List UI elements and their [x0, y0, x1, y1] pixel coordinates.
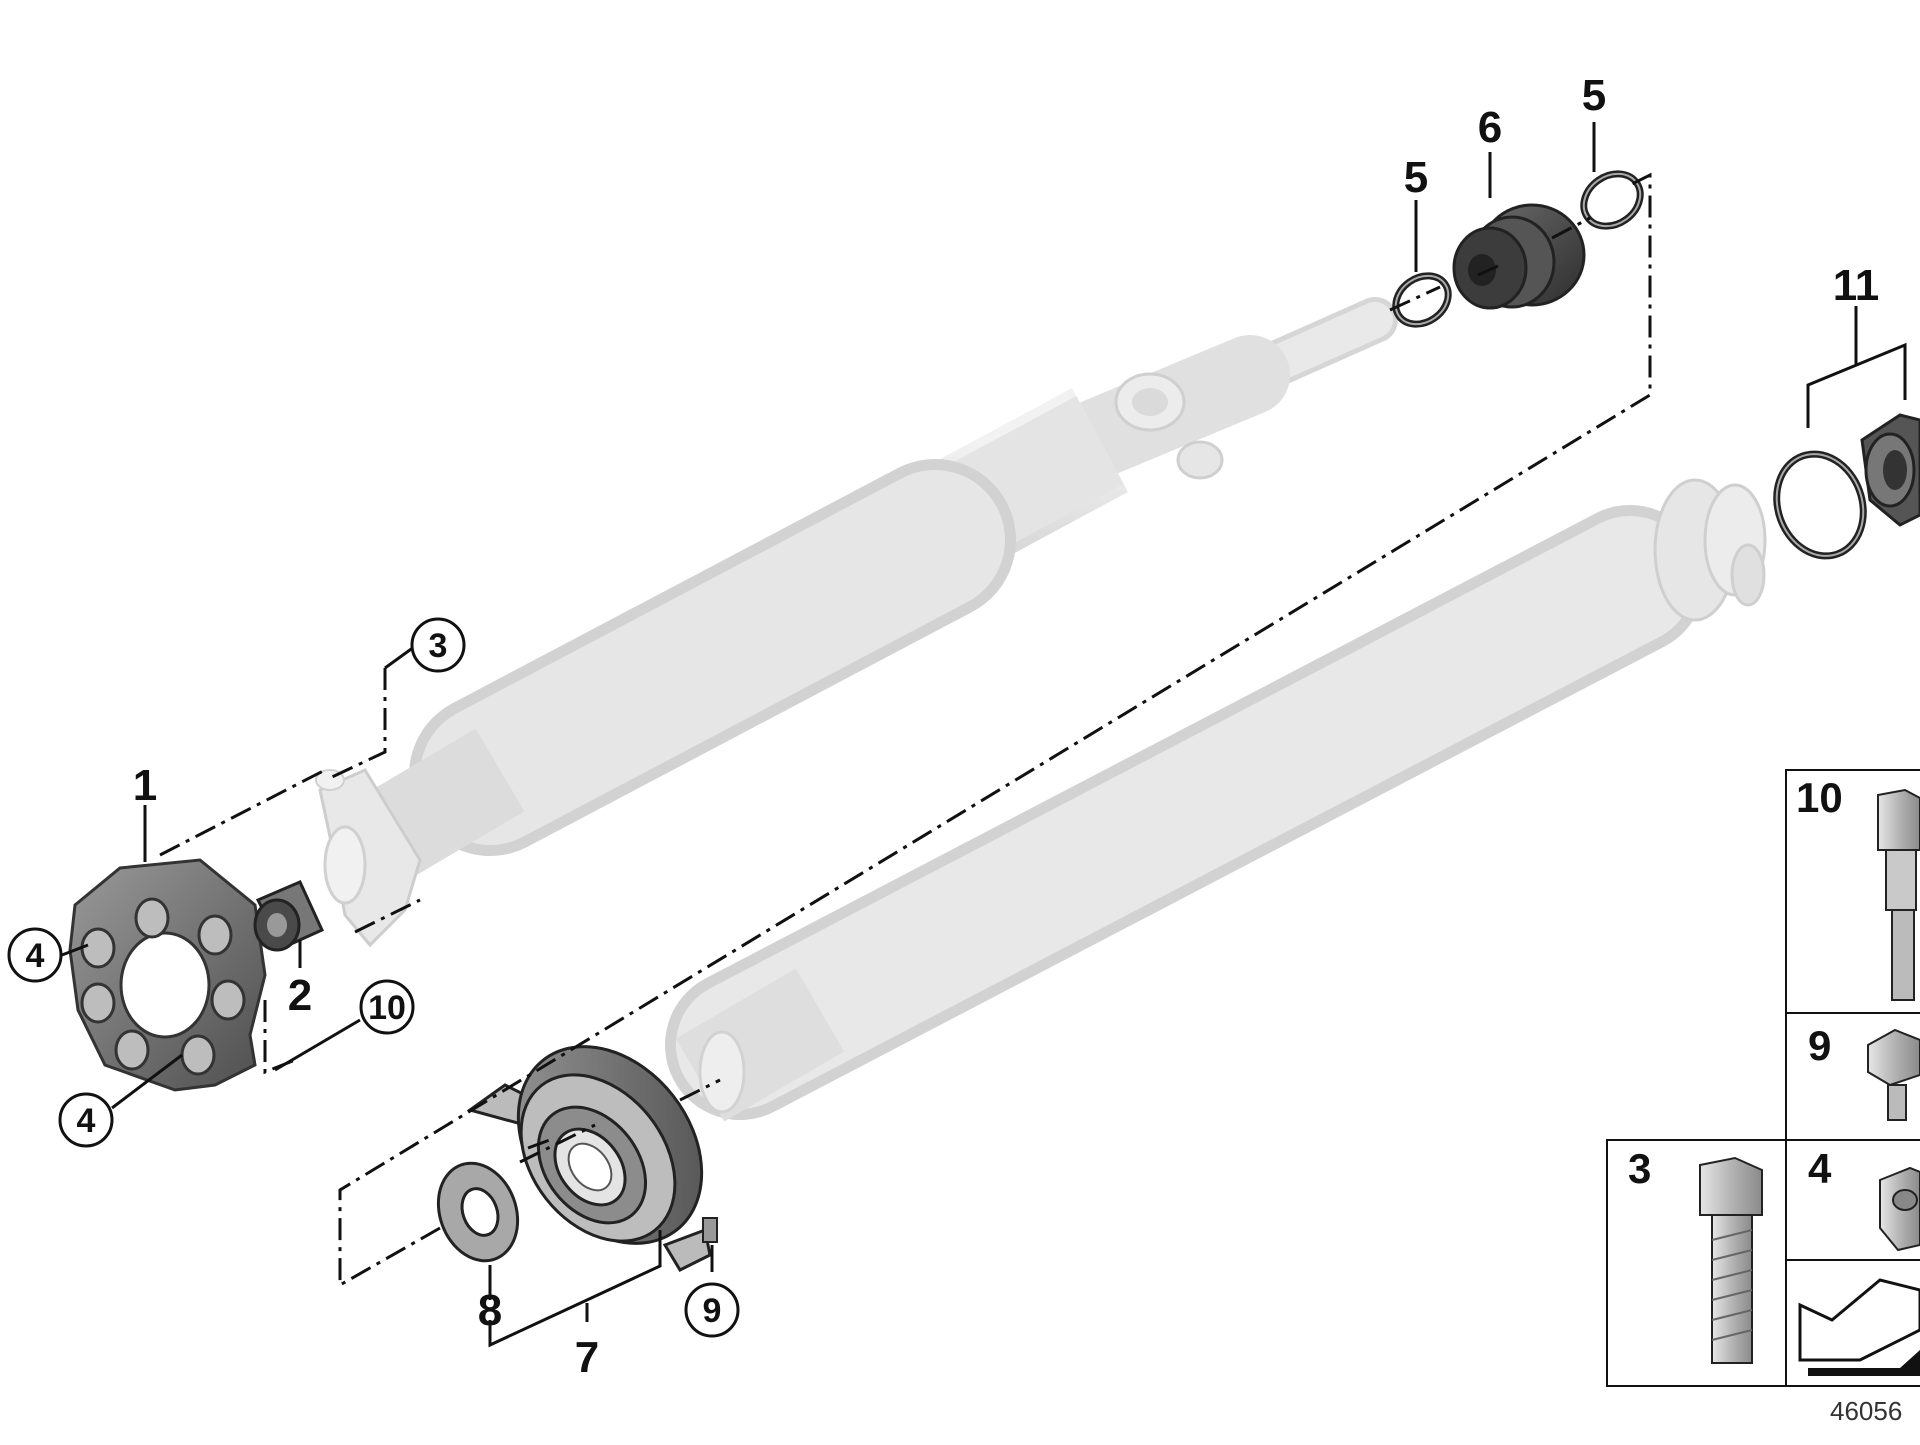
- repair-kit-ring: [1773, 450, 1867, 560]
- callout-4-bottom: 4: [77, 1102, 96, 1140]
- callout-6: 6: [1478, 103, 1502, 152]
- callout-3: 3: [429, 627, 448, 665]
- callout-10-circle: [359, 979, 415, 1035]
- legend-bolt-9-icon: [1867, 1028, 1920, 1121]
- callout-4-top-circle: [7, 927, 63, 983]
- front-propeller-shaft: [315, 297, 1398, 948]
- bearing-washer: [436, 1161, 520, 1263]
- flex-disc: [68, 858, 267, 1092]
- callout-3-circle: [410, 617, 466, 673]
- callouts: 1 2 3 4 4 10 5 6 5 11 8 7 9: [7, 71, 1880, 1382]
- document-number: 46056: [1830, 1396, 1902, 1426]
- legend-label-4: 4: [1808, 1145, 1832, 1192]
- callout-5-left: 5: [1404, 153, 1428, 202]
- leader-lines: [61, 122, 1907, 1348]
- centering-sleeve: [253, 880, 324, 952]
- front-direction-arrow-icon: [1798, 1278, 1920, 1376]
- callout-10: 10: [368, 989, 406, 1027]
- legend-bolt-10-icon: [1877, 788, 1920, 1001]
- callout-7: 7: [575, 1333, 599, 1382]
- rubber-boot: [1452, 203, 1586, 310]
- callout-11: 11: [1833, 261, 1880, 310]
- legend-bolt-3-icon: [1699, 1156, 1763, 1364]
- callout-2: 2: [288, 971, 312, 1020]
- legend-label-9: 9: [1808, 1022, 1831, 1069]
- fastener-legend: 10 9 3 4: [1606, 769, 1920, 1426]
- assembly-dash-lines: [159, 172, 1652, 1288]
- legend-label-10: 10: [1796, 774, 1843, 821]
- rear-propeller-shaft: [665, 478, 1767, 1122]
- center-bearing: [466, 1045, 712, 1272]
- callout-4-top: 4: [26, 937, 45, 975]
- bearing-bolt: [702, 1217, 718, 1243]
- callout-1: 1: [133, 761, 157, 810]
- callout-4-bottom-circle: [58, 1092, 114, 1148]
- callout-9: 9: [703, 1292, 722, 1330]
- repair-kit-nut: [1860, 413, 1920, 527]
- legend-nut-4-icon: [1879, 1166, 1920, 1252]
- sealing-ring-left: [1392, 272, 1452, 328]
- sealing-ring-right: [1580, 170, 1644, 230]
- callout-9-circle: [684, 1282, 740, 1338]
- callout-5-right: 5: [1582, 71, 1606, 120]
- callout-8: 8: [478, 1286, 502, 1335]
- legend-label-3: 3: [1628, 1145, 1651, 1192]
